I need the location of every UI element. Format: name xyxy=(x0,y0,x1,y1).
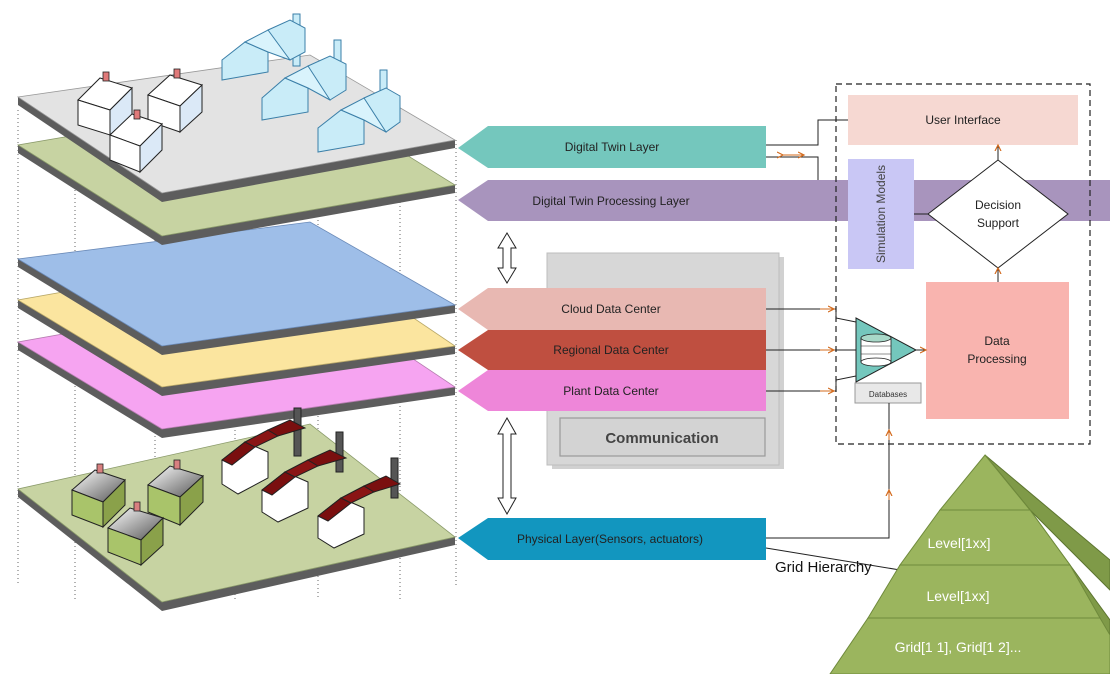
regional-data-center-label: Regional Data Center xyxy=(553,343,668,357)
banner-regional-data-center: Regional Data Center xyxy=(458,330,766,370)
databases-label: Databases xyxy=(869,390,907,399)
decision-support-label-1: Decision xyxy=(975,198,1021,212)
banner-cloud-data-center: Cloud Data Center xyxy=(458,288,766,330)
decision-support-diamond: Decision Support xyxy=(927,159,1069,269)
communication-label: Communication xyxy=(605,430,718,447)
decision-support-label-2: Support xyxy=(977,216,1020,230)
house-icon xyxy=(107,501,164,567)
grid-level-top-label: Level[1xx] xyxy=(927,535,990,551)
grid-hierarchy-title: Grid Hierarchy xyxy=(775,559,872,576)
banner-plant-data-center: Plant Data Center xyxy=(458,370,766,411)
cloud-data-center-label: Cloud Data Center xyxy=(561,302,660,316)
digital-factory-icon xyxy=(221,13,401,153)
user-interface-label: User Interface xyxy=(925,113,1001,127)
data-processing-label-1: Data xyxy=(984,334,1010,348)
updown-arrow-icon xyxy=(497,232,517,284)
user-interface-box: User Interface xyxy=(848,95,1078,145)
digital-house-icon xyxy=(77,71,133,137)
data-processing-label-2: Processing xyxy=(967,352,1026,366)
grid-pyramid: Level[1xx] Level[1xx] Grid[1 1], Grid[1 … xyxy=(829,454,1110,675)
database-icon xyxy=(855,317,918,383)
simulation-models-box: Simulation Models xyxy=(848,159,914,269)
updown-arrow-icon xyxy=(497,416,517,516)
system-panel-border xyxy=(835,83,1091,445)
factory-icon xyxy=(221,407,402,549)
grid-level-mid-label: Level[1xx] xyxy=(926,588,989,604)
data-processing-box: Data Processing xyxy=(926,282,1069,419)
plant-data-center-label: Plant Data Center xyxy=(563,384,658,398)
databases-caption-box: Databases xyxy=(854,382,922,404)
simulation-models-label: Simulation Models xyxy=(874,165,888,263)
connectors xyxy=(765,119,998,571)
digital-twin-layer-label: Digital Twin Layer xyxy=(565,140,660,154)
digital-house-icon xyxy=(109,109,163,174)
banner-digital-twin-layer: Digital Twin Layer xyxy=(458,126,766,168)
grid-level-bottom-label: Grid[1 1], Grid[1 2]... xyxy=(895,639,1022,655)
banner-physical-layer: Physical Layer(Sensors, actuators) xyxy=(458,518,766,560)
house-icon xyxy=(71,463,126,529)
plate-cloud xyxy=(16,221,457,355)
house-icon xyxy=(147,459,204,527)
physical-layer-label: Physical Layer(Sensors, actuators) xyxy=(517,532,703,546)
processing-layer-label: Digital Twin Processing Layer xyxy=(532,194,689,208)
